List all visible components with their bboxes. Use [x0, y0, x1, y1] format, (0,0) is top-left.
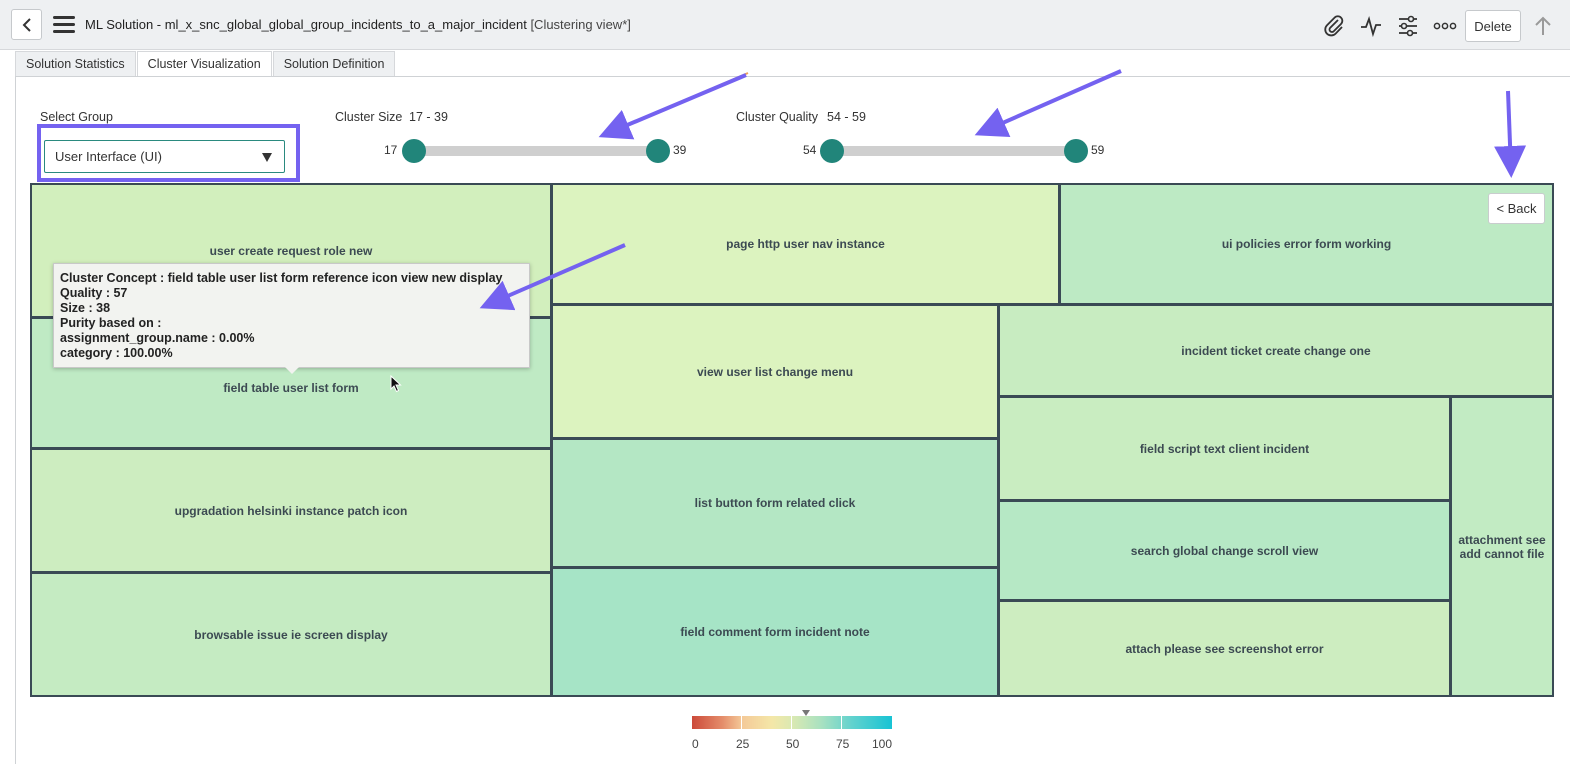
tab-cluster-visualization[interactable]: Cluster Visualization	[136, 51, 272, 77]
cluster-size-label: Cluster Size	[335, 110, 403, 124]
cluster-cell[interactable]: incident ticket create change one	[1000, 306, 1552, 395]
activity-icon[interactable]	[1359, 14, 1383, 38]
mouse-cursor-icon	[390, 375, 402, 393]
cluster-quality-max-handle[interactable]	[1064, 139, 1088, 163]
cluster-quality-track[interactable]	[832, 146, 1077, 156]
back-button[interactable]	[11, 9, 42, 40]
cluster-cell[interactable]: list button form related click	[553, 440, 997, 566]
tab-content-frame	[15, 76, 1570, 764]
tooltip-purity-assignment: assignment_group.name : 0.00%	[60, 331, 255, 345]
tab-solution-definition[interactable]: Solution Definition	[272, 51, 396, 77]
cluster-size-track[interactable]	[413, 146, 658, 156]
paperclip-icon[interactable]	[1322, 14, 1346, 38]
cluster-cell[interactable]: attachment see add cannot file	[1452, 398, 1552, 695]
cluster-tooltip: Cluster Concept : field table user list …	[53, 263, 530, 374]
legend-tick: 25	[736, 737, 750, 751]
cluster-quality-range: 54 - 59	[827, 110, 866, 124]
cluster-cell[interactable]: view user list change menu	[553, 306, 997, 437]
delete-button[interactable]: Delete	[1465, 10, 1521, 42]
sliders-icon[interactable]	[1396, 14, 1420, 38]
cluster-cell[interactable]: browsable issue ie screen display	[32, 574, 550, 695]
cluster-size-min-value: 17	[384, 143, 398, 157]
cluster-size-range: 17 - 39	[409, 110, 448, 124]
select-group-highlight	[37, 124, 300, 182]
cluster-quality-min-value: 54	[803, 143, 817, 157]
legend-tick: 100	[872, 737, 893, 751]
back-to-parent-button[interactable]: < Back	[1488, 193, 1545, 224]
cluster-cell[interactable]: search global change scroll view	[1000, 502, 1449, 599]
cluster-size-max-value: 39	[673, 143, 687, 157]
page-title: ML Solution - ml_x_snc_global_global_gro…	[85, 17, 631, 32]
legend-tick: 75	[836, 737, 850, 751]
chevron-left-icon	[22, 17, 31, 32]
cluster-size-min-handle[interactable]	[402, 139, 426, 163]
legend-tick: 50	[786, 737, 800, 751]
cluster-cell[interactable]: page http user nav instance	[553, 185, 1058, 303]
more-icon[interactable]	[1433, 14, 1457, 38]
caret-down-icon	[262, 153, 272, 162]
cluster-cell[interactable]: attach please see screenshot error	[1000, 602, 1449, 695]
cluster-quality-min-handle[interactable]	[820, 139, 844, 163]
tooltip-size: Size : 38	[60, 301, 111, 315]
legend-tick: 0	[692, 737, 699, 751]
hamburger-icon[interactable]	[53, 16, 75, 34]
legend-marker	[802, 710, 810, 716]
cluster-cell[interactable]: ui policies error form working	[1061, 185, 1552, 303]
tooltip-purity-category: category : 100.00%	[60, 346, 173, 360]
select-group-dropdown[interactable]: User Interface (UI)	[44, 140, 285, 173]
tab-solution-statistics[interactable]: Solution Statistics	[15, 51, 136, 77]
tab-bar: Solution Statistics Cluster Visualizatio…	[15, 51, 396, 77]
arrow-up-icon[interactable]	[1531, 14, 1555, 38]
cluster-quality-max-value: 59	[1091, 143, 1105, 157]
cluster-cell[interactable]: field comment form incident note	[553, 569, 997, 695]
record-header: ML Solution - ml_x_snc_global_global_gro…	[0, 0, 1570, 50]
select-group-value: User Interface (UI)	[55, 149, 162, 164]
tooltip-purity-title: Purity based on :	[60, 316, 162, 330]
tooltip-concept: Cluster Concept : field table user list …	[60, 271, 503, 285]
cluster-quality-label: Cluster Quality	[736, 110, 818, 124]
cluster-cell[interactable]: upgradation helsinki instance patch icon	[32, 450, 550, 571]
tooltip-pointer	[285, 367, 299, 374]
select-group-label: Select Group	[40, 110, 113, 124]
cluster-size-max-handle[interactable]	[646, 139, 670, 163]
cluster-treemap: user create request role new field table…	[30, 183, 1554, 697]
cluster-cell[interactable]: field script text client incident	[1000, 398, 1449, 499]
quality-legend-bar	[692, 716, 892, 729]
tooltip-quality: Quality : 57	[60, 286, 128, 300]
